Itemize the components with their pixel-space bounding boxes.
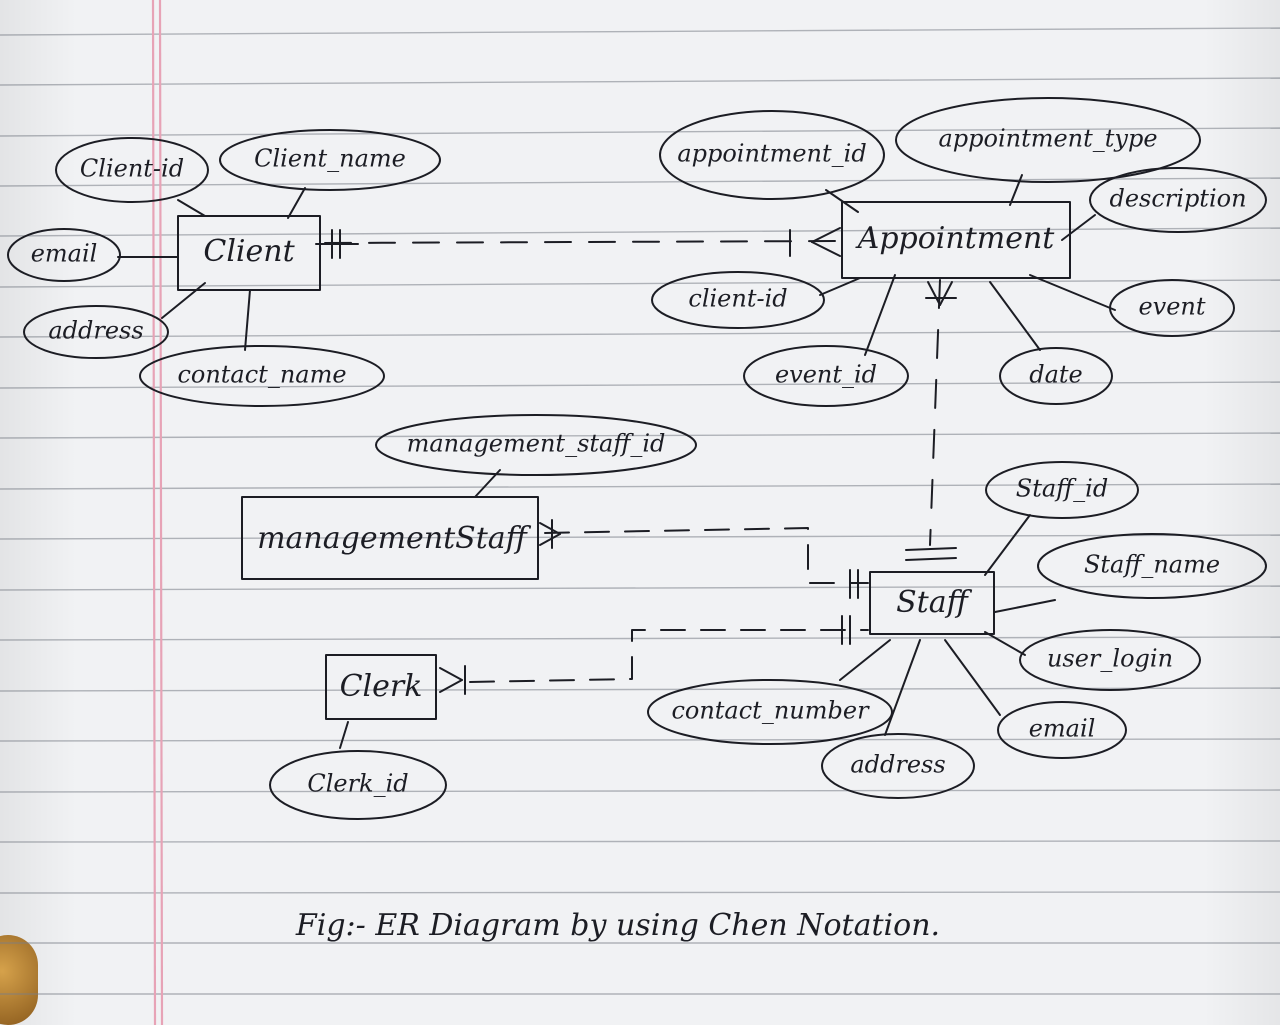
- attr-staff-name: Staff_name: [1037, 533, 1267, 599]
- attr-appointment-event-id: event_id: [743, 345, 909, 407]
- attr-appointment-id-label: appointment_id: [677, 140, 866, 168]
- attr-staff-name-label: Staff_name: [1084, 551, 1220, 579]
- attr-client-id-label: Client-id: [80, 155, 184, 183]
- attr-management-staff-id-label: management_staff_id: [407, 430, 666, 458]
- entity-clerk-label: Clerk: [340, 669, 423, 704]
- entity-staff: Staff: [869, 571, 995, 635]
- attr-appointment-event-id-label: event_id: [775, 361, 877, 389]
- attr-appointment-client-id: client-id: [651, 271, 825, 329]
- attr-staff-user-login: user_login: [1019, 629, 1201, 691]
- attr-staff-email: email: [997, 701, 1127, 759]
- entity-client: Client: [177, 215, 321, 291]
- attr-client-contact-name: contact_name: [139, 345, 385, 407]
- entity-management-staff-label: managementStaff: [257, 521, 532, 556]
- attr-appointment-type: appointment_type: [895, 97, 1201, 183]
- entity-management-staff: managementStaff: [241, 496, 539, 580]
- attr-staff-address-label: address: [850, 751, 945, 779]
- attr-client-email-label: email: [31, 240, 98, 268]
- attr-staff-address: address: [821, 733, 975, 799]
- attr-clerk-id: Clerk_id: [269, 750, 447, 820]
- entity-client-label: Client: [203, 234, 295, 269]
- attr-staff-contact-number-label: contact_number: [671, 697, 870, 725]
- attr-staff-user-login-label: user_login: [1047, 645, 1173, 673]
- attr-client-contact-name-label: contact_name: [177, 361, 346, 389]
- attr-client-email: email: [7, 228, 121, 282]
- attr-appointment-date-label: date: [1029, 361, 1083, 389]
- attr-client-address: address: [23, 305, 169, 359]
- thumb-in-photo: [0, 935, 38, 1025]
- attr-staff-email-label: email: [1029, 715, 1096, 743]
- attr-clerk-id-label: Clerk_id: [307, 770, 408, 798]
- entity-staff-label: Staff: [896, 585, 972, 620]
- attr-client-address-label: address: [48, 317, 143, 345]
- attr-staff-contact-number: contact_number: [647, 679, 893, 745]
- attr-appointment-client-id-label: client-id: [688, 285, 787, 313]
- attr-appointment-event: event: [1109, 279, 1235, 337]
- attr-client-name: Client_name: [219, 129, 441, 191]
- entity-clerk: Clerk: [325, 654, 437, 720]
- attr-appointment-date: date: [999, 347, 1113, 405]
- attr-staff-id-label: Staff_id: [1016, 475, 1108, 503]
- attr-client-id: Client-id: [55, 137, 209, 203]
- attr-appointment-description: description: [1089, 167, 1267, 233]
- relationship-lines: [315, 227, 957, 695]
- figure-caption: Fig:- ER Diagram by using Chen Notation.: [295, 908, 940, 943]
- attr-appointment-id: appointment_id: [659, 110, 885, 200]
- attr-appointment-description-label: description: [1109, 185, 1246, 213]
- entity-appointment: Appointment: [841, 201, 1071, 279]
- entity-appointment-label: Appointment: [855, 221, 1056, 256]
- attr-staff-id: Staff_id: [985, 461, 1139, 519]
- attr-appointment-event-label: event: [1138, 293, 1205, 321]
- attr-management-staff-id: management_staff_id: [375, 414, 697, 476]
- attr-appointment-type-label: appointment_type: [938, 125, 1157, 153]
- attr-client-name-label: Client_name: [254, 145, 406, 173]
